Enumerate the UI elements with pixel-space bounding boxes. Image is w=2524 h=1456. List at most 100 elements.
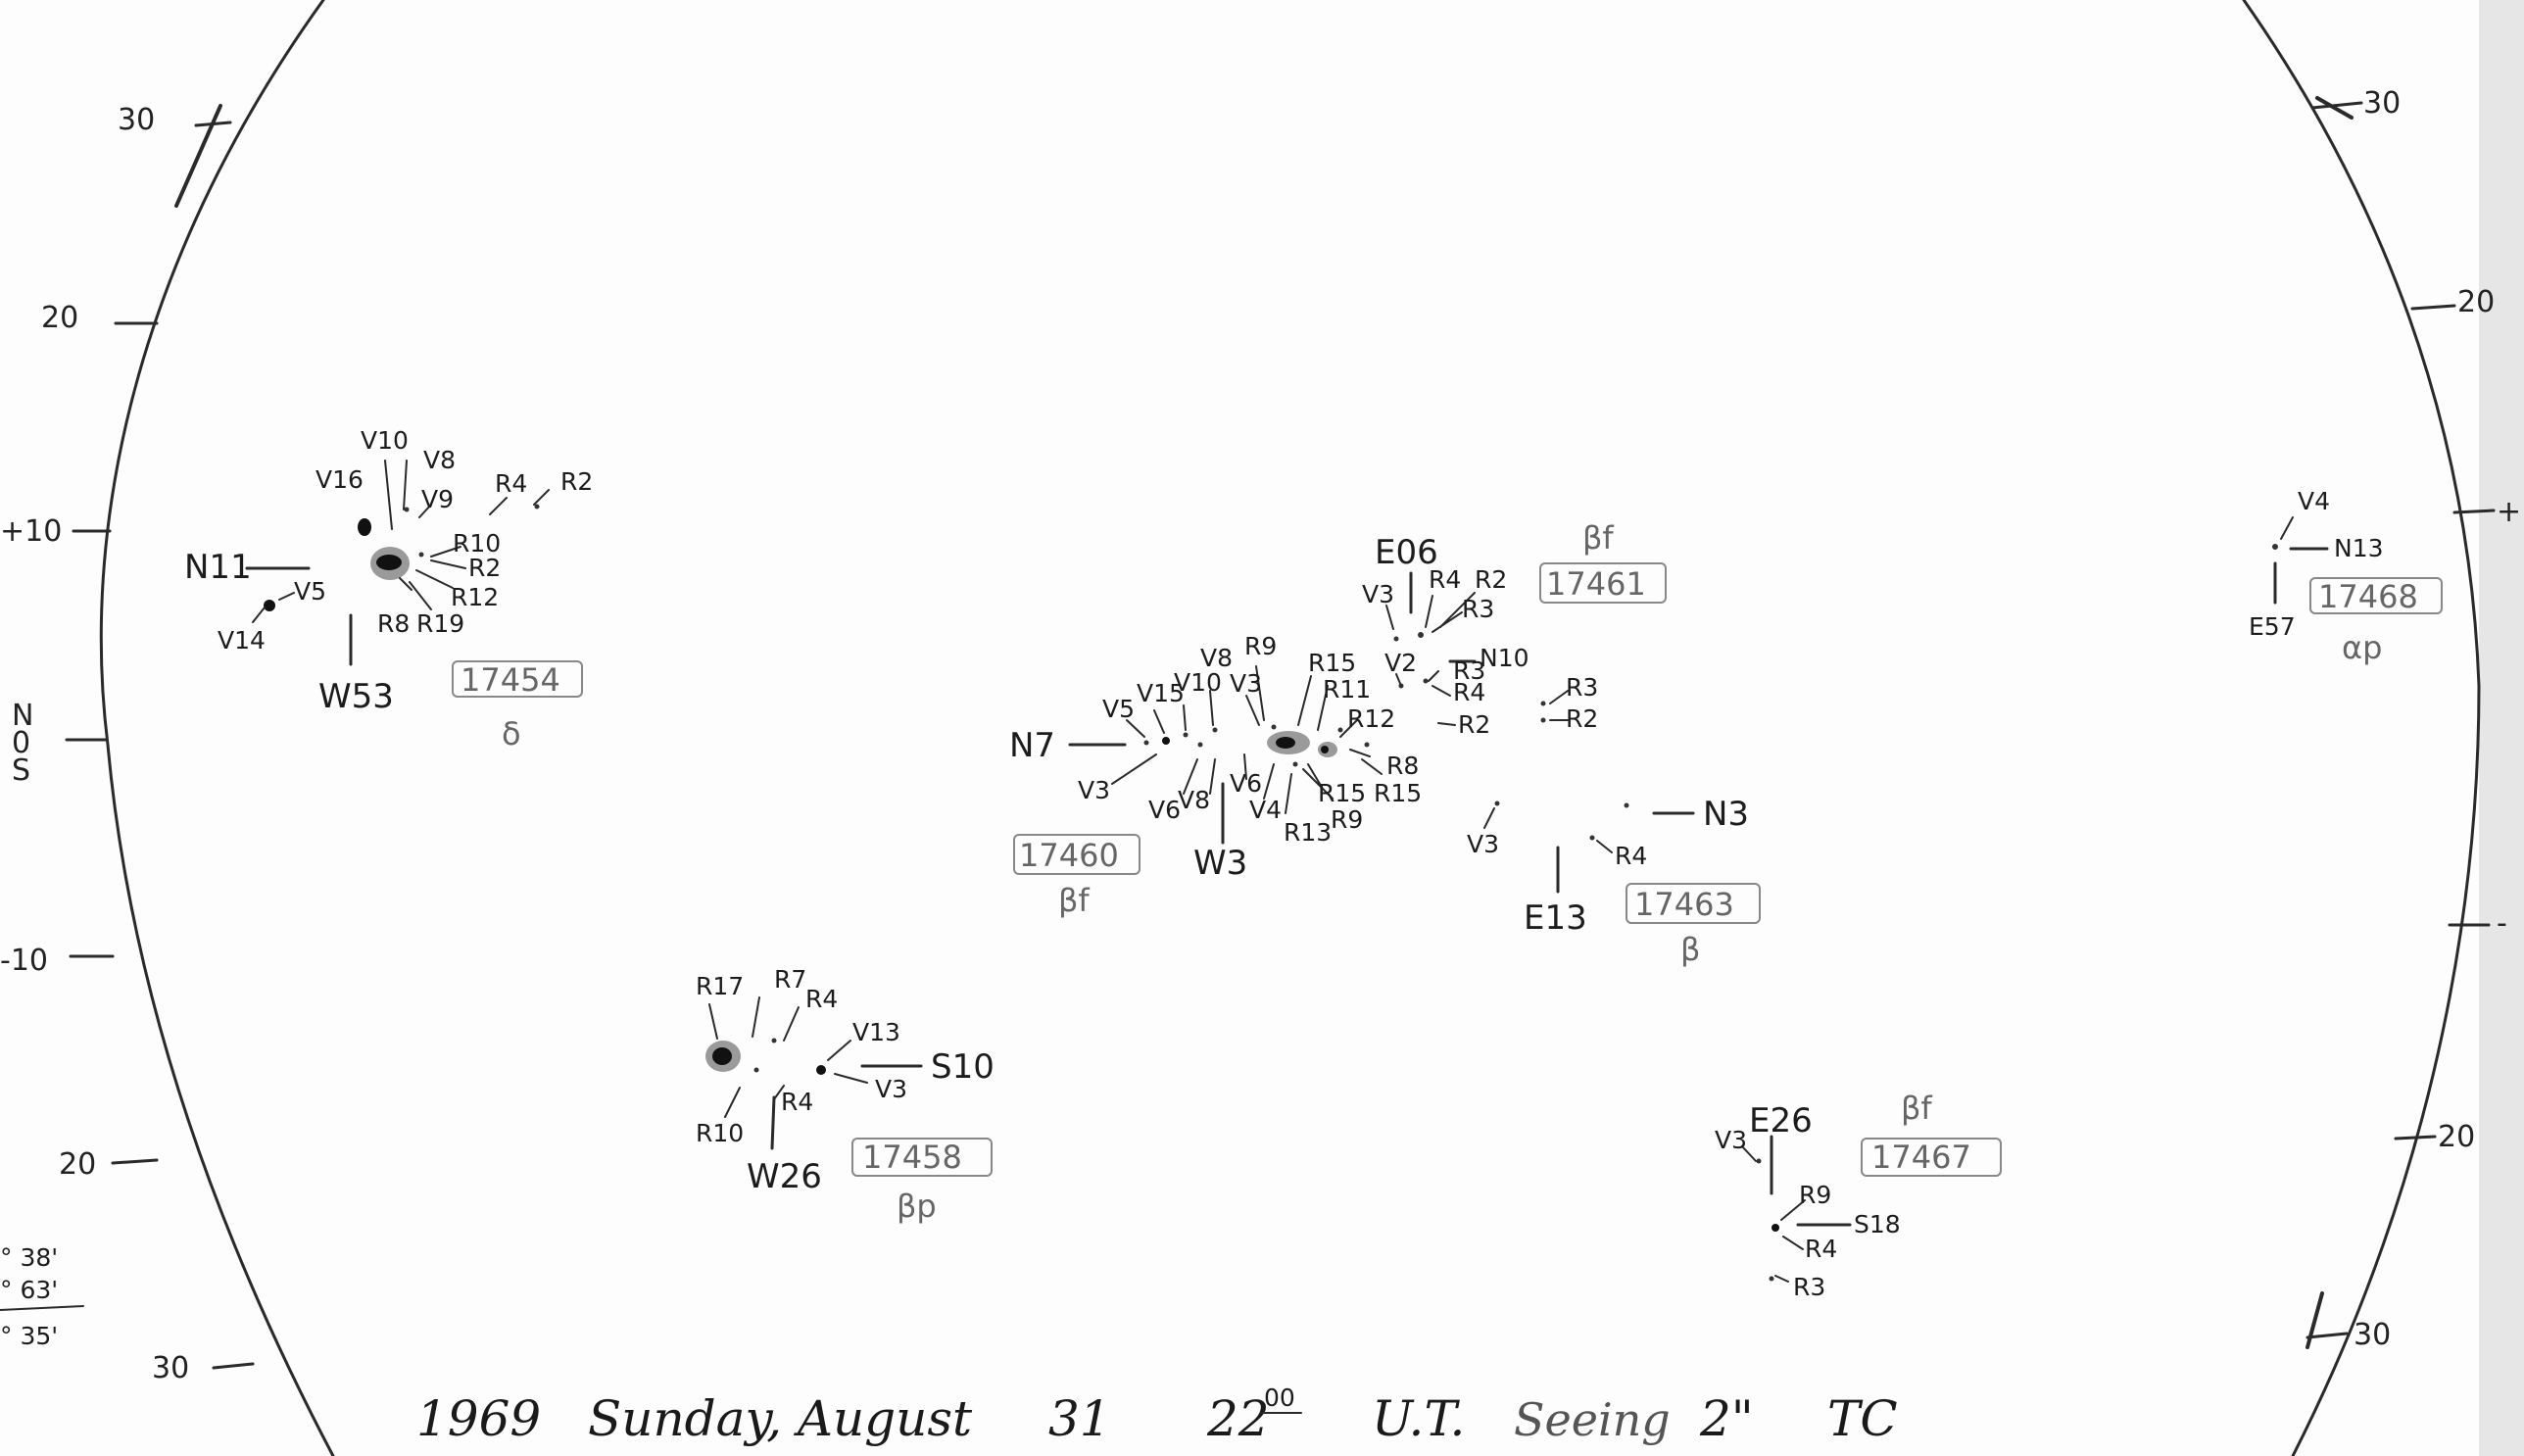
region-17460: V5 V15 V10 V8 R9 V3 R15 R11 R12 R8 R15 R… [1009,632,1422,919]
region-17468-pointer-E57: E57 [2249,612,2296,641]
right-tick-label-plus: + [2497,495,2521,529]
region-17458-label-V13: V13 [852,1018,900,1046]
region-17460-number: 17460 [1019,837,1119,874]
region-17468-label-V4: V4 [2298,487,2330,515]
region-17460-label-V6-b: V6 [1148,796,1181,824]
region-17463-pointer-N3: N3 [1703,795,1749,834]
left-label-north: N [12,699,33,733]
region-17461-label-R4-b: R4 [1453,678,1485,706]
region-17463-label-R3: R3 [1566,673,1598,702]
region-17458: R17 R7 R4 V13 V3 R4 R10 S10 W26 17458 βp [696,965,995,1225]
region-17460-label-R9-b: R9 [1331,805,1363,834]
left-tick-label-0: 0 [12,726,30,760]
corner-note-1: ° 38' [0,1243,58,1272]
region-17454-number: 17454 [461,661,560,699]
region-17461-label-R3: R3 [1462,595,1494,623]
right-tick-label-minus: - [2497,906,2507,941]
region-17463-label-V3: V3 [1467,830,1499,858]
region-17454-label-R2: R2 [560,467,593,496]
left-tick-label-plus10: +10 [0,514,62,549]
region-17454-label-V10: V10 [361,426,409,455]
region-17460-label-V10: V10 [1174,668,1222,697]
footer-time-unit: U.T. [1372,1390,1465,1447]
region-17454: V16 V10 V8 V9 R4 R2 R10 R2 R12 R8 R19 V5… [184,426,593,752]
footer-time: 22 [1206,1390,1270,1447]
region-17458-label-R4-b: R4 [781,1088,813,1116]
region-17460-label-R15-c: R15 [1318,779,1366,807]
region-17458-label-V3: V3 [875,1075,907,1103]
region-17463-pointer-E13: E13 [1524,898,1587,938]
left-latitude-scale: 30 20 +10 N 0 S -10 20 30 [0,103,255,1385]
region-17460-pointer-W3: W3 [1193,844,1247,883]
region-17454-label-R2-b: R2 [468,554,501,582]
right-tick-label-30: 30 [2363,86,2401,121]
left-tick-label-20: 20 [41,301,78,335]
region-17454-label-R4: R4 [495,469,527,498]
right-tick-label-20-south: 20 [2438,1120,2475,1154]
region-17463-class: β [1680,931,1700,968]
region-17458-class: βp [897,1188,937,1225]
region-17458-pointer-S10: S10 [931,1047,995,1087]
region-17468-number: 17468 [2318,578,2418,615]
region-17454-label-R12: R12 [451,583,499,611]
region-17460-pointer-N7: N7 [1009,726,1055,765]
region-17467-label-V3: V3 [1715,1126,1747,1154]
left-tick-label-20-south: 20 [59,1147,96,1182]
region-17467-class: βf [1901,1090,1932,1127]
region-17460-class: βf [1058,882,1090,919]
right-tick-label-30-south: 30 [2354,1318,2391,1352]
footer-time-superscript: 00 [1264,1383,1295,1412]
region-17460-label-V8: V8 [1200,644,1233,672]
region-17458-label-R17: R17 [696,972,744,1000]
right-tick-label-20: 20 [2457,285,2495,319]
region-17460-label-R15-b: R15 [1374,779,1422,807]
footer-weekday-date: Sunday, August [588,1390,973,1447]
region-17458-number: 17458 [862,1139,962,1176]
region-17467: V3 R9 R4 R3 E26 S18 17467 βf [1715,1090,2002,1301]
footer-year: 1969 [416,1390,541,1447]
left-label-south: S [12,753,30,788]
region-17463-label-R4: R4 [1615,842,1647,870]
region-17454-pointer-N11: N11 [184,548,252,587]
region-17454-label-R10: R10 [453,529,501,558]
region-17467-label-R9: R9 [1799,1181,1831,1209]
region-17460-label-V6: V6 [1230,769,1262,798]
region-17460-label-R13: R13 [1284,818,1332,847]
region-17467-label-R4: R4 [1805,1235,1837,1263]
region-17463: R3 R2 V3 R4 N3 E13 17463 β [1467,673,1761,968]
region-17461-pointer-E06: E06 [1375,533,1438,572]
region-17468-pointer-N13: N13 [2334,534,2384,562]
region-17467-label-R3: R3 [1793,1273,1825,1301]
region-17460-label-V4: V4 [1249,796,1282,824]
region-17454-label-V16: V16 [316,465,364,494]
footer-observer: TC [1827,1390,1898,1447]
region-17458-pointer-W26: W26 [747,1157,822,1196]
region-17454-label-V9: V9 [421,485,454,513]
region-17460-label-R12: R12 [1347,704,1395,733]
observation-footer: 1969 Sunday, August 31 22 00 U.T. Seeing… [416,1383,1898,1447]
region-17460-label-R8: R8 [1386,752,1419,780]
region-17461-class: βf [1582,519,1614,557]
region-17454-label-V8: V8 [423,446,456,474]
region-17461-label-R4: R4 [1429,565,1461,594]
region-17458-label-R7: R7 [774,965,806,994]
region-17454-label-R19: R19 [416,609,464,638]
region-17461-label-R3-b: R3 [1453,656,1485,685]
corner-note-3: ° 35' [0,1322,58,1350]
region-17461-number: 17461 [1546,565,1646,603]
corner-notes: ° 38' ° 63' ° 35' [0,1243,84,1350]
region-17461-label-V2: V2 [1384,649,1417,677]
region-17463-number: 17463 [1634,886,1734,923]
footer-day: 31 [1048,1390,1111,1447]
region-17468-class: αp [2342,629,2382,666]
footer-seeing-word: Seeing [1514,1393,1671,1446]
region-17460-label-V3: V3 [1230,669,1262,698]
region-17461-label-R2: R2 [1475,565,1507,594]
region-17458-label-R4: R4 [805,985,838,1013]
left-tick-label-30: 30 [118,103,155,137]
right-latitude-scale: 30 20 + - 20 30 [2306,86,2521,1352]
left-tick-label-30-south: 30 [152,1351,189,1385]
region-17460-label-V3-b: V3 [1078,776,1110,804]
region-17461-pointer-N10: N10 [1480,644,1529,672]
footer-seeing-value: 2" [1699,1390,1754,1447]
